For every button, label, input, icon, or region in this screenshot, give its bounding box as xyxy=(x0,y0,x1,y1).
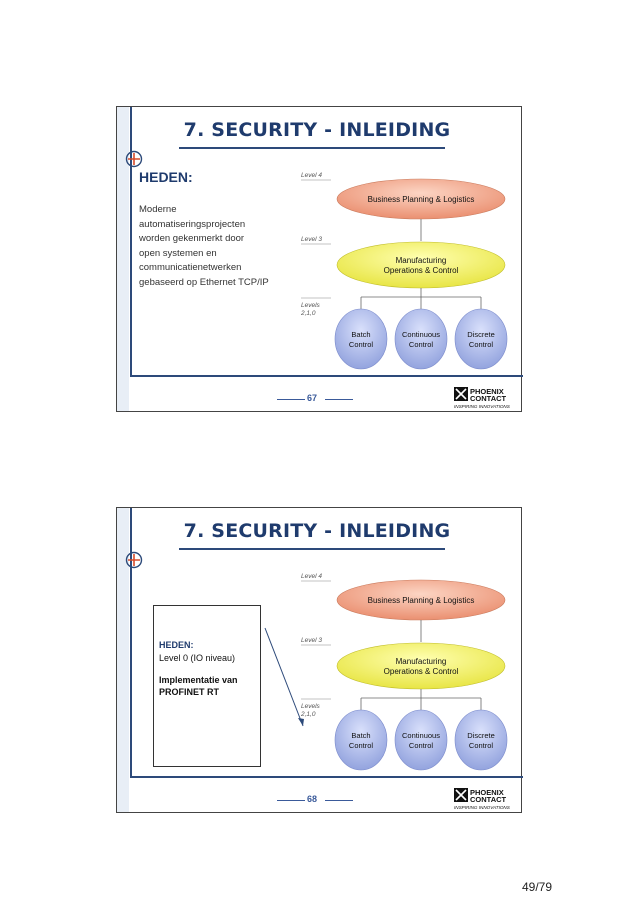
discrete-label-1: Discrete xyxy=(467,731,495,740)
description-line: gebaseerd op Ethernet TCP/IP xyxy=(139,276,269,288)
description-line: worden gekenmerkt door xyxy=(139,233,245,245)
slide-logo-icon xyxy=(125,150,143,168)
batch-control-node xyxy=(334,308,388,370)
slide-logo-icon xyxy=(125,551,143,569)
discrete-label-2: Control xyxy=(469,741,494,750)
continuous-label-1: Continuous xyxy=(402,731,440,740)
description-line: open systemen en xyxy=(139,247,217,259)
svg-text:CONTACT: CONTACT xyxy=(470,795,507,804)
frame-vertical-line xyxy=(130,107,132,377)
slide-title: 7. SECURITY - INLEIDING xyxy=(183,119,451,141)
title-underline xyxy=(179,147,445,149)
description-line: automatiseringsprojecten xyxy=(139,218,246,230)
document-page-counter: 49/79 xyxy=(522,880,553,894)
levels-label-1: Levels xyxy=(301,703,321,710)
heden-box: HEDEN: Level 0 (IO niveau) Implementatie… xyxy=(153,605,261,767)
manufacturing-node xyxy=(336,642,506,690)
continuous-label-2: Control xyxy=(409,741,434,750)
discrete-label-1: Discrete xyxy=(467,330,495,339)
level4-label: Level 4 xyxy=(301,573,322,580)
levels-diagram: Level 4 Business Planning & Logistics Le… xyxy=(300,573,508,771)
svg-text:INSPIRING INNOVATIONS: INSPIRING INNOVATIONS xyxy=(454,404,511,409)
batch-control-node xyxy=(334,709,388,771)
heden-heading: HEDEN: xyxy=(139,169,193,185)
svg-text:PHOENIX: PHOENIX xyxy=(470,788,504,797)
discrete-control-node xyxy=(454,709,508,771)
page-number-rule-right xyxy=(325,399,353,400)
level3-label: Level 3 xyxy=(301,637,322,644)
slide-sidebar xyxy=(117,508,129,812)
level3-label: Level 3 xyxy=(301,236,322,243)
levels-label-2: 2,1,0 xyxy=(300,310,316,317)
frame-horizontal-line xyxy=(130,776,523,778)
slide-sidebar xyxy=(117,107,129,411)
discrete-control-node xyxy=(454,308,508,370)
page-number: 68 xyxy=(307,794,318,804)
continuous-control-node xyxy=(394,308,448,370)
business-planning-label: Business Planning & Logistics xyxy=(368,596,475,605)
slide-title: 7. SECURITY - INLEIDING xyxy=(183,520,451,542)
level4-label: Level 4 xyxy=(301,172,322,179)
description-line: communicatienetwerken xyxy=(139,262,242,274)
continuous-label-1: Continuous xyxy=(402,330,440,339)
slide-67: 7. SECURITY - INLEIDING HEDEN: Moderne a… xyxy=(116,106,523,412)
manufacturing-node xyxy=(336,241,506,289)
box-line-profinet: PROFINET RT xyxy=(159,687,219,697)
svg-text:INSPIRING INNOVATIONS: INSPIRING INNOVATIONS xyxy=(454,805,511,810)
pointer-arrow xyxy=(264,627,304,727)
batch-label-1: Batch xyxy=(351,731,370,740)
levels-label-1: Levels xyxy=(301,302,321,309)
box-line-implementation: Implementatie van xyxy=(159,675,238,685)
page-number: 67 xyxy=(307,393,318,403)
phoenix-contact-logo: PHOENIX CONTACT INSPIRING INNOVATIONS xyxy=(454,387,511,409)
continuous-control-node xyxy=(394,709,448,771)
title-underline xyxy=(179,548,445,550)
batch-label-2: Control xyxy=(349,741,374,750)
svg-text:CONTACT: CONTACT xyxy=(470,394,507,403)
manufacturing-label-1: Manufacturing xyxy=(396,657,447,666)
frame-horizontal-line xyxy=(130,375,523,377)
batch-label-2: Control xyxy=(349,340,374,349)
levels-diagram: Level 4 Business Planning & Logistics Le… xyxy=(300,172,508,370)
page-number-rule-left xyxy=(277,800,305,801)
batch-label-1: Batch xyxy=(351,330,370,339)
page-number-rule-right xyxy=(325,800,353,801)
discrete-label-2: Control xyxy=(469,340,494,349)
phoenix-contact-logo: PHOENIX CONTACT INSPIRING INNOVATIONS xyxy=(454,788,511,810)
business-planning-label: Business Planning & Logistics xyxy=(368,195,475,204)
manufacturing-label-2: Operations & Control xyxy=(384,266,459,275)
description-text: Moderne automatiseringsprojecten worden … xyxy=(139,203,299,291)
levels-label-2: 2,1,0 xyxy=(300,711,316,718)
svg-text:PHOENIX: PHOENIX xyxy=(470,387,504,396)
manufacturing-label-2: Operations & Control xyxy=(384,667,459,676)
box-heading: HEDEN: xyxy=(159,640,194,650)
slide-68: 7. SECURITY - INLEIDING HEDEN: Level 0 (… xyxy=(116,507,523,813)
manufacturing-label-1: Manufacturing xyxy=(396,256,447,265)
continuous-label-2: Control xyxy=(409,340,434,349)
description-line: Moderne xyxy=(139,204,177,215)
box-line-level: Level 0 (IO niveau) xyxy=(159,653,236,663)
page-number-rule-left xyxy=(277,399,305,400)
frame-vertical-line xyxy=(130,508,132,778)
